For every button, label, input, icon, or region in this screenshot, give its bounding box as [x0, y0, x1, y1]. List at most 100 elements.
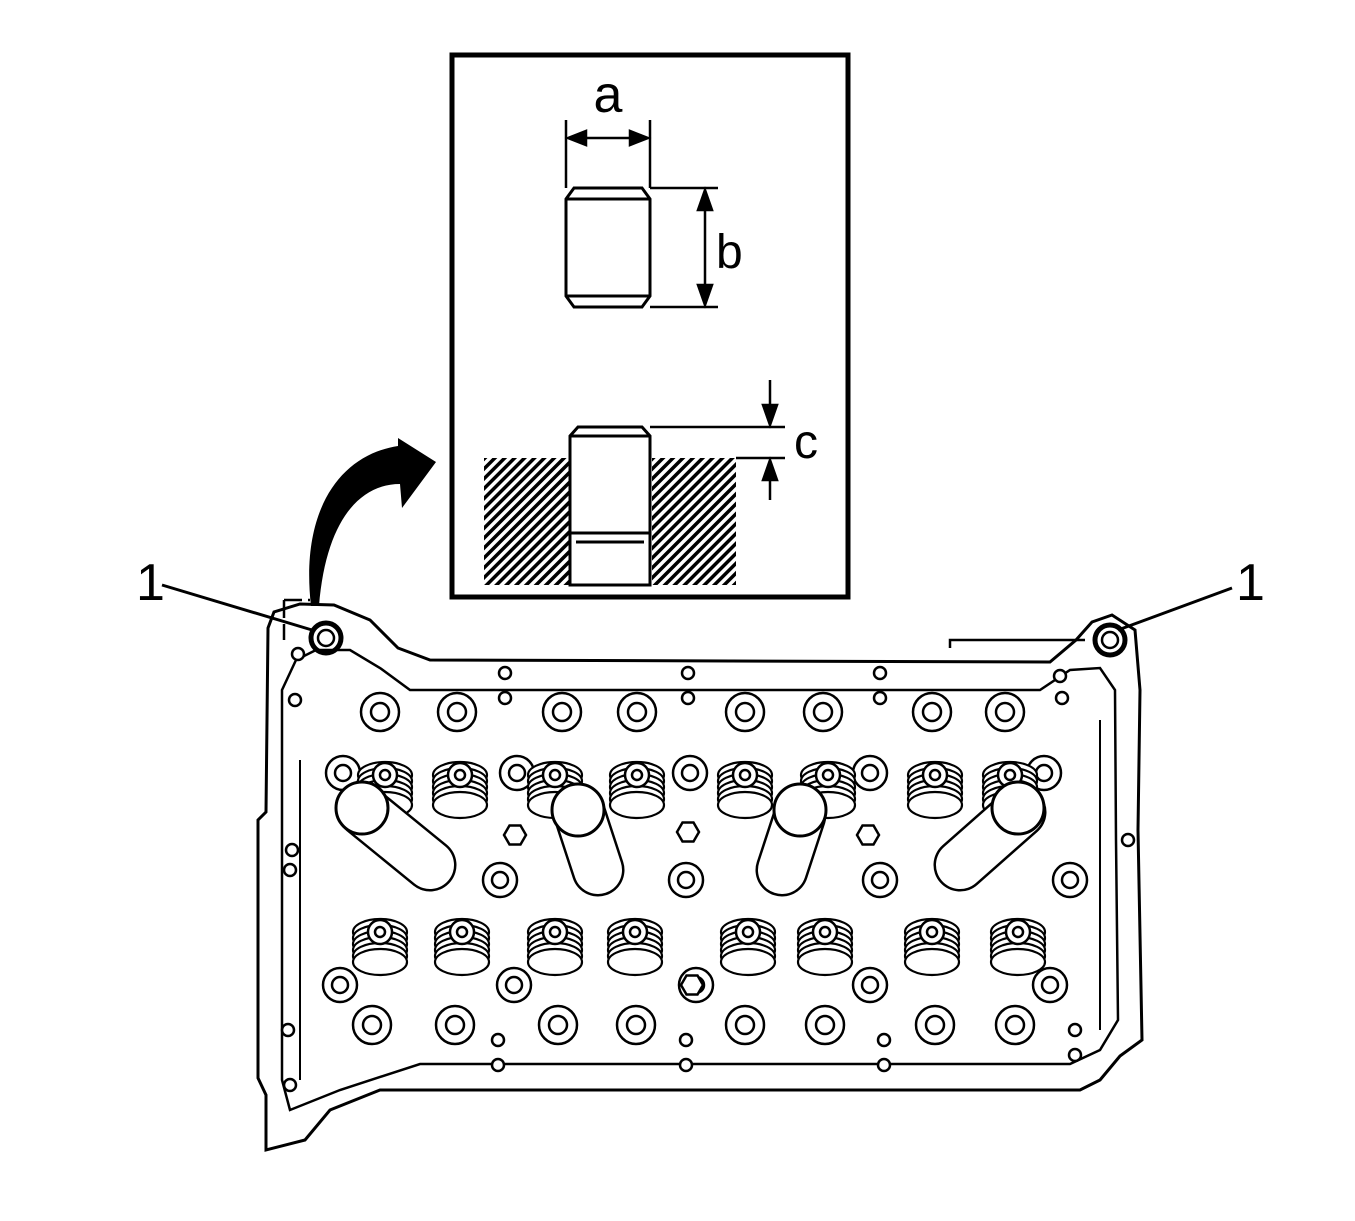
head-bolt-hole — [924, 1014, 946, 1036]
small-hole — [1120, 832, 1136, 848]
head-bolt-hole — [444, 1014, 466, 1036]
valve-spring-upper-stem — [548, 768, 562, 782]
valve-spring-lower-stem — [1011, 925, 1025, 939]
valve-spring-upper — [608, 790, 666, 820]
small-hole — [872, 690, 888, 706]
callout-left: 1 — [136, 554, 313, 632]
valve-spring-lower-stem — [741, 925, 755, 939]
block-left-hatch — [484, 458, 570, 585]
valve-spring-upper-stem — [453, 768, 467, 782]
small-hole — [678, 1032, 694, 1048]
valve-spring-upper-stem — [928, 768, 942, 782]
small-hole — [280, 1022, 296, 1038]
callout-right-label: 1 — [1236, 554, 1265, 612]
valve-spring-upper-stem — [378, 768, 392, 782]
head-bolt-hole — [626, 701, 648, 723]
dowel-pin — [564, 186, 652, 309]
guide-boss-hole — [860, 975, 880, 995]
head-bolt-hole — [994, 701, 1016, 723]
head-bolt-hole — [1004, 1014, 1026, 1036]
hex-plug — [502, 824, 528, 846]
guide-boss-hole — [870, 870, 890, 890]
valve-spring-lower — [796, 947, 854, 977]
valve-spring-upper — [716, 790, 774, 820]
head-bolt-hole — [369, 701, 391, 723]
dimension-c — [650, 380, 785, 500]
injector-bore — [550, 782, 606, 838]
injector-bore — [772, 782, 828, 838]
small-hole — [490, 1032, 506, 1048]
injector-bore — [990, 780, 1046, 836]
small-hole — [872, 665, 888, 681]
head-details — [280, 646, 1136, 1093]
valve-spring-upper-stem — [630, 768, 644, 782]
callout-right: 1 — [1117, 554, 1265, 632]
label-b: b — [716, 226, 743, 279]
head-bolt-hole — [547, 1014, 569, 1036]
head-bolt-hole — [734, 1014, 756, 1036]
valve-spring-upper-stem — [738, 768, 752, 782]
valve-spring-lower-stem — [818, 925, 832, 939]
small-hole — [680, 665, 696, 681]
head-bolt-hole — [446, 701, 468, 723]
valve-spring-lower — [526, 947, 584, 977]
head-outline — [256, 602, 1144, 1152]
valve-spring-lower — [606, 947, 664, 977]
valve-spring-upper — [431, 790, 489, 820]
small-hole — [282, 862, 298, 878]
small-hole — [1054, 690, 1070, 706]
valve-spring-lower — [719, 947, 777, 977]
valve-spring-lower-stem — [455, 925, 469, 939]
small-hole — [287, 692, 303, 708]
small-hole — [290, 646, 306, 662]
small-hole — [282, 1077, 298, 1093]
small-hole — [490, 1057, 506, 1073]
valve-spring-lower — [433, 947, 491, 977]
small-hole — [284, 842, 300, 858]
guide-boss-hole — [333, 763, 353, 783]
hex-plug — [679, 974, 705, 996]
head-bolt-hole — [921, 701, 943, 723]
small-hole — [1067, 1047, 1083, 1063]
guide-boss-hole — [1034, 763, 1054, 783]
valve-spring-lower-stem — [373, 925, 387, 939]
small-hole — [497, 690, 513, 706]
dowel-location-right — [1092, 622, 1128, 658]
small-hole — [1052, 668, 1068, 684]
dimension-a — [564, 120, 652, 188]
valve-spring-lower — [903, 947, 961, 977]
injector-bore — [334, 780, 390, 836]
dowel-installed — [484, 425, 736, 587]
small-hole — [497, 665, 513, 681]
guide-boss-hole — [676, 870, 696, 890]
valve-spring-lower — [351, 947, 409, 977]
guide-boss-hole — [680, 763, 700, 783]
guide-boss-hole — [490, 870, 510, 890]
guide-boss-hole — [860, 763, 880, 783]
cylinder-head — [256, 598, 1144, 1152]
head-bolt-hole — [551, 701, 573, 723]
small-hole — [678, 1057, 694, 1073]
valve-spring-lower — [989, 947, 1047, 977]
guide-boss-hole — [1040, 975, 1060, 995]
valve-spring-upper — [906, 790, 964, 820]
valve-spring-lower-stem — [925, 925, 939, 939]
label-a: a — [594, 66, 623, 124]
guide-boss-hole — [507, 763, 527, 783]
detail-inset: a b c — [449, 52, 851, 600]
valve-spring-lower-stem — [628, 925, 642, 939]
small-hole — [876, 1032, 892, 1048]
small-hole — [680, 690, 696, 706]
head-bolt-hole — [812, 701, 834, 723]
valve-spring-upper-stem — [1003, 768, 1017, 782]
head-bolt-hole — [734, 701, 756, 723]
hex-plug — [855, 824, 881, 846]
detail-pointer-arrow — [309, 438, 436, 606]
guide-boss-hole — [330, 975, 350, 995]
head-bolt-hole — [814, 1014, 836, 1036]
valve-spring-lower-stem — [548, 925, 562, 939]
small-hole — [876, 1057, 892, 1073]
callout-left-label: 1 — [136, 554, 165, 612]
block-right-hatch — [652, 458, 736, 585]
